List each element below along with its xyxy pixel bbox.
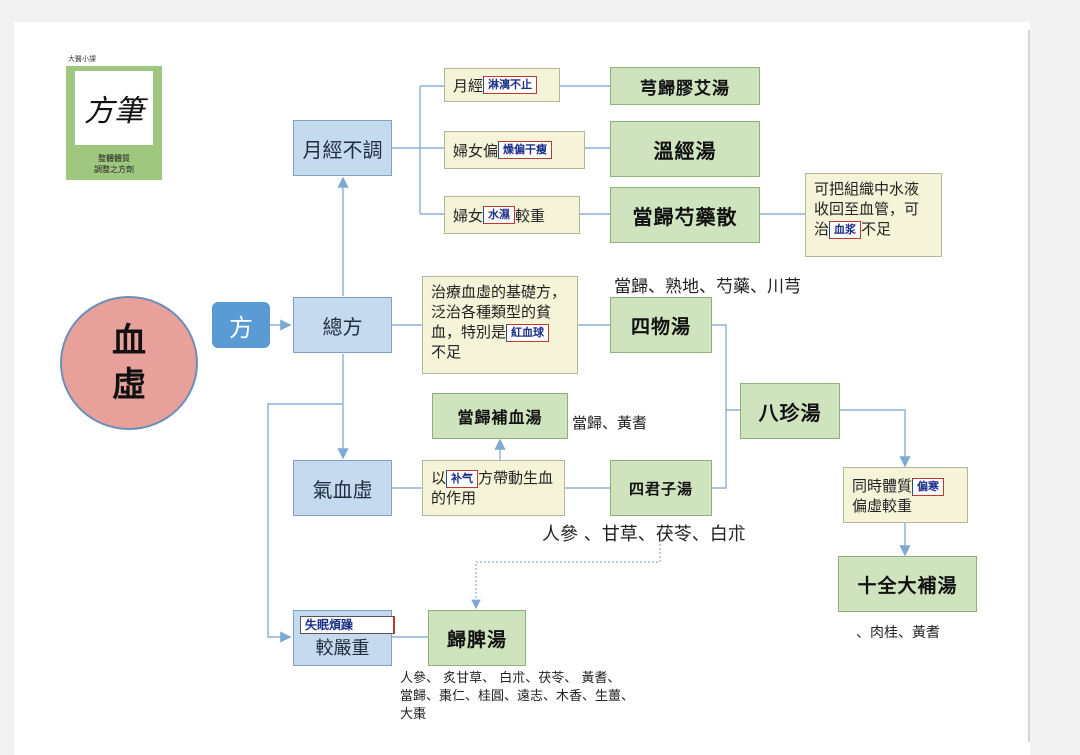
condition-row-3: 婦女 水濕 較重 (444, 196, 580, 234)
formula-dangguishaoyao: 當歸芍藥散 (610, 187, 760, 243)
guipi-herbs-line1: 人參、 炙甘草、 白朮、茯苓、 黃耆、 (400, 671, 621, 686)
logo-calligraphy: 方筆 (75, 71, 153, 145)
siwu-note-line2: 泛治各種類型的貧 (431, 303, 552, 321)
severe-tag: 失眠煩躁 (300, 616, 395, 634)
category-qi-blood: 氣血虛 (293, 460, 392, 516)
buxue-herbs: 當歸、黃耆 (572, 414, 648, 432)
condition-row-2: 婦女偏 燥偏干瘦 (444, 131, 585, 169)
condition-1-tag: 淋漓不止 (483, 76, 538, 94)
method-label: 方 (212, 302, 270, 348)
shiquan-note: 同時體質偏寒 偏虛較重 (843, 467, 968, 523)
condition-3-suffix: 較重 (515, 206, 546, 225)
qi-note-suffix: 方帶動生血 (478, 469, 554, 487)
logo-caption-line2: 調整之方劑 (94, 165, 134, 174)
formula-sijunzi: 四君子湯 (610, 460, 712, 516)
guipi-herbs-line2: 當歸、棗仁、桂圓、遠志、木香、生薑、 (400, 689, 635, 704)
category-general: 總方 (293, 297, 392, 353)
logo: 方筆 整體體質 調整之方劑 (66, 66, 162, 180)
siwu-note-line1: 治療血虛的基礎方， (431, 283, 567, 301)
condition-3-prefix: 婦女 (453, 206, 484, 225)
condition-3-tag: 水濕 (483, 206, 516, 224)
shiquan-herbs: 、肉桂、黃耆 (856, 625, 940, 641)
shiquan-note-tag: 偏寒 (912, 477, 945, 496)
danggui-note-tag: 血浆 (829, 220, 862, 239)
logo-caption-line1: 整體體質 (98, 154, 130, 163)
formula-shiquan: 十全大補湯 (838, 556, 977, 612)
root-line1: 血 (112, 321, 146, 361)
qi-note: 以补气方帶動生血 的作用 (422, 460, 565, 516)
siwu-note-line3: 血，特別是 (431, 323, 507, 341)
formula-xiongguijiaoai: 芎歸膠艾湯 (610, 67, 760, 105)
shiquan-note-prefix: 同時體質 (852, 477, 913, 495)
qi-note-line2: 的作用 (431, 489, 477, 507)
danggui-note-prefix: 治 (814, 220, 830, 238)
condition-2-prefix: 婦女偏 (453, 141, 499, 160)
danggui-note-suffix: 不足 (861, 220, 892, 238)
siwu-note-line4: 不足 (431, 343, 462, 361)
formula-siwu: 四物湯 (610, 297, 712, 353)
danggui-note: 可把組織中水液 收回至血管，可 治血浆不足 (805, 173, 942, 257)
formula-dangguibuxue: 當歸補血湯 (432, 393, 568, 439)
category-menstrual: 月經不調 (293, 120, 392, 176)
root-line2: 虛 (112, 365, 146, 405)
guipi-herbs-line3: 大棗 (400, 707, 427, 722)
siwu-herbs: 當歸、熟地、芍藥、川芎 (614, 277, 801, 297)
formula-guipi: 歸脾湯 (428, 610, 526, 666)
shiquan-note-line2: 偏虛較重 (852, 497, 913, 515)
siwu-note: 治療血虛的基礎方， 泛治各種類型的貧 血，特別是紅血球 不足 (422, 276, 578, 374)
qi-note-prefix: 以 (431, 469, 447, 487)
condition-1-prefix: 月經 (453, 76, 484, 95)
condition-row-1: 月經 淋漓不止 (444, 68, 560, 102)
danggui-note-line1: 可把組織中水液 (814, 180, 920, 198)
root-node-blood-deficiency: 血 虛 (60, 296, 198, 430)
sijunzi-herbs: 人參 、甘草、茯苓、白朮 (542, 524, 746, 545)
formula-wenjing: 溫經湯 (610, 121, 760, 177)
condition-2-tag: 燥偏干瘦 (498, 141, 553, 159)
danggui-note-line2: 收回至血管，可 (814, 200, 920, 218)
siwu-note-tag: 紅血球 (506, 323, 550, 342)
guipi-herbs: 人參、 炙甘草、 白朮、茯苓、 黃耆、 當歸、棗仁、桂圓、遠志、木香、生薑、 大… (400, 670, 634, 724)
category-severe-suffix: 較嚴重 (315, 638, 370, 659)
right-scroll-rule (1028, 30, 1030, 742)
formula-bazhen: 八珍湯 (740, 383, 840, 439)
qi-note-tag: 补气 (446, 469, 479, 488)
logo-caption-top: 大醫小課 (68, 55, 96, 63)
